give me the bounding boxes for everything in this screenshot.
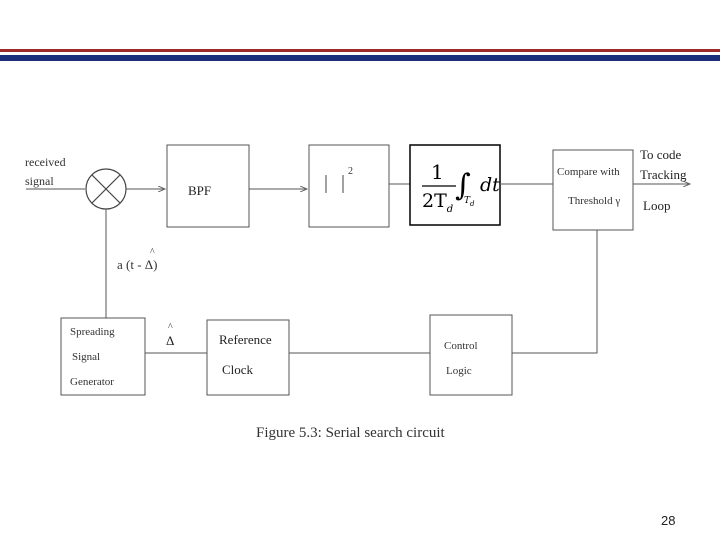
figure-caption: Figure 5.3: Serial search circuit — [256, 425, 445, 441]
reference-line-1: Reference — [219, 332, 272, 347]
spreading-line-1: Spreading — [70, 326, 115, 338]
square-exponent: 2 — [348, 166, 353, 177]
compare-line-1: Compare with — [557, 166, 620, 178]
squarer-block — [308, 144, 390, 228]
header-rule-blue — [0, 55, 720, 61]
control-line-1: Control — [444, 340, 478, 352]
spreading-generator-block — [60, 317, 146, 396]
output-line-3: Loop — [643, 198, 671, 213]
spreading-line-3: Generator — [70, 376, 114, 388]
compare-block — [552, 149, 634, 231]
spreading-line-2: Signal — [72, 351, 101, 363]
integrator-numerator: 1 — [431, 160, 444, 184]
feedback-hat: ^ — [150, 247, 155, 258]
integral-sign: ∫ — [455, 168, 471, 203]
input-label-signal: signal — [25, 174, 54, 188]
control-logic-block — [429, 314, 513, 396]
integrator-denominator: 2Td — [422, 190, 454, 215]
integrator-block — [409, 144, 501, 226]
integrator-dt: dt — [480, 174, 500, 196]
fraction-bar — [422, 185, 456, 187]
delta-label: Δ — [166, 333, 175, 348]
output-line-1: To code — [640, 147, 682, 162]
reference-line-2: Clock — [222, 362, 254, 377]
input-label-received: received — [25, 155, 66, 169]
bpf-label: BPF — [188, 183, 212, 198]
compare-to-control-line — [512, 230, 598, 354]
control-line-2: Logic — [446, 365, 472, 377]
header-rule-red — [0, 49, 720, 52]
feedback-label: a (t - Δ) — [117, 257, 158, 272]
integral-limit: Td — [464, 196, 475, 208]
delta-hat: ^ — [168, 322, 173, 333]
compare-line-2: Threshold γ — [568, 195, 621, 207]
page-number: 28 — [661, 513, 676, 528]
bpf-block — [166, 144, 250, 228]
reference-clock-block — [206, 319, 290, 396]
output-line-2: Tracking — [640, 167, 687, 182]
